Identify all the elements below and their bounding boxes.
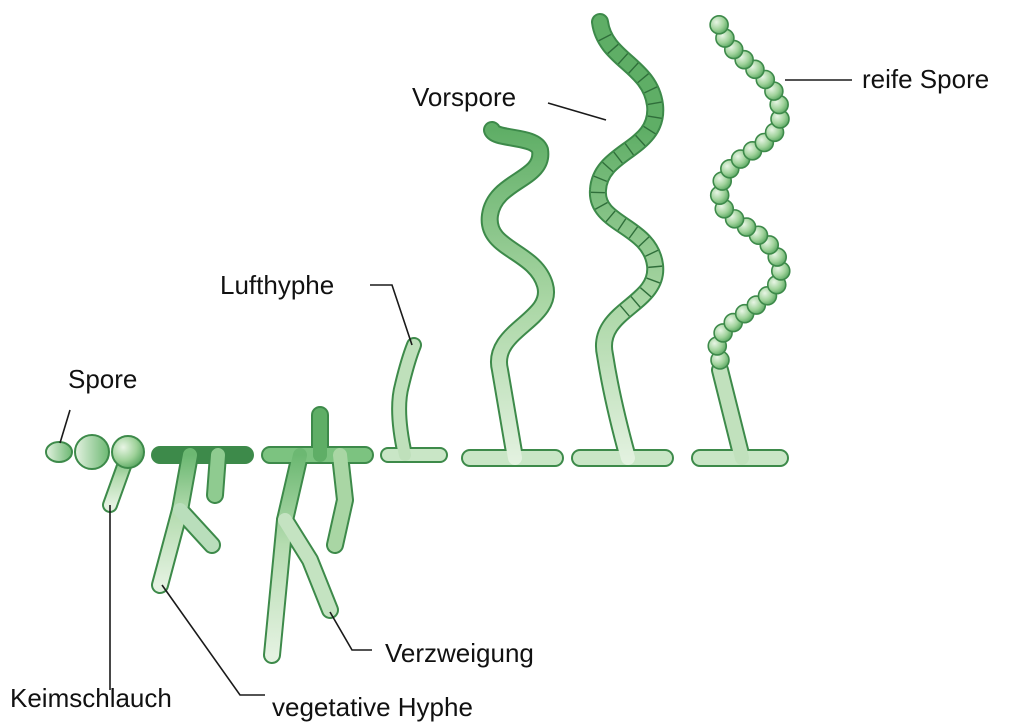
label-spore: Spore [68,364,137,394]
aerial-hypha-coiled [470,130,555,458]
vegetative-hypha-b [270,415,365,655]
label-reife-spore: reife Spore [862,64,989,94]
label-keimschlauch: Keimschlauch [10,683,172,713]
spore-beads [708,16,790,369]
leader-vegetative-hyphe [162,585,265,695]
swollen-spore [75,435,109,469]
label-lufthyphe: Lufthyphe [220,270,334,300]
spore-bead [710,16,728,34]
spore-stage [46,435,144,505]
septated-aerial-hypha [580,22,665,458]
leader-lufthyphe [370,285,412,345]
mature-spore-chain [700,16,790,458]
label-vorspore: Vorspore [412,82,516,112]
leader-verzweigung [330,612,372,650]
label-verzweigung: Verzweigung [385,638,534,668]
leader-spore [60,410,70,443]
dormant-spore [46,442,72,462]
germinating-spore [110,436,144,505]
leader-vorspore [548,103,606,120]
label-vegetative-hyphe: vegetative Hyphe [272,692,473,722]
vegetative-hypha-a [160,455,245,585]
aerial-hypha-young [388,345,440,455]
